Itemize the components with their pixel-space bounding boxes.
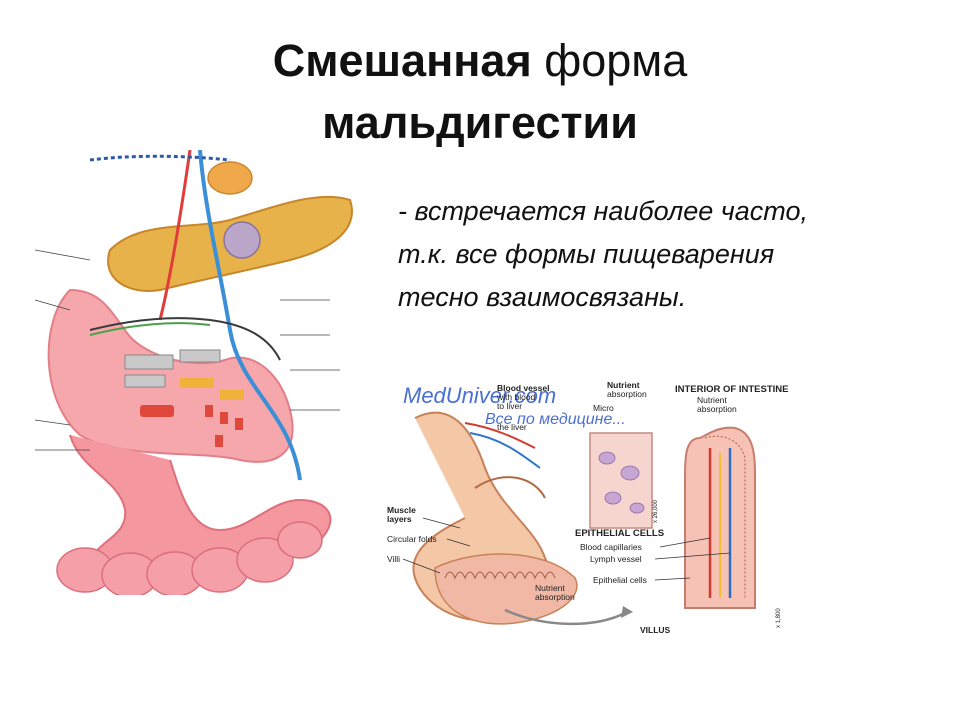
title-line-2: мальдигестии — [0, 92, 960, 154]
label-circular-folds: Circular folds — [387, 534, 437, 544]
label-epithelial-cells: Epithelial cells — [593, 575, 647, 585]
label-to-liver: to liver — [497, 401, 522, 411]
label-lymph-vessel: Lymph vessel — [590, 554, 642, 564]
slide-title: Смешанная форма мальдигестии — [0, 30, 960, 154]
title-bold-line2: мальдигестии — [322, 97, 638, 148]
label-epithelial-cells-caps: EPITHELIAL CELLS — [575, 528, 664, 539]
label-interior: INTERIOR OF INTESTINE — [675, 384, 788, 395]
label-absorption-right: absorption — [697, 404, 737, 414]
label-layers: layers — [387, 514, 412, 524]
label-the-liver: the liver — [497, 422, 527, 432]
label-nutrient-bottom: Nutrient — [535, 583, 565, 593]
label-magnification-1: x 26,000 — [653, 499, 659, 523]
label-blood-vessel: Blood vessel — [497, 383, 549, 393]
label-nutrient-top: Nutrient — [607, 380, 640, 390]
label-magnification-2: x 1,800 — [776, 608, 782, 628]
label-villus: VILLUS — [640, 625, 671, 635]
watermark-site: MedUniver.com — [403, 383, 556, 408]
label-blood-capillaries: Blood capillaries — [580, 542, 642, 552]
digestive-system-illustration — [34, 150, 353, 595]
label-with-blood: with blood — [496, 392, 536, 402]
body-line-1: - встречается наиболее часто, — [398, 196, 808, 226]
body-line-3: тесно взаимосвязаны. — [398, 282, 687, 312]
label-absorption-bottom: absorption — [535, 592, 575, 602]
title-bold-word: Смешанная — [272, 35, 532, 86]
slide-body-text: - встречается наиболее часто, т.к. все ф… — [398, 190, 938, 319]
label-muscle: Muscle — [387, 505, 416, 515]
intestine-interior-illustration: MedUniver.com Все по медицине... Blood v… — [385, 378, 805, 636]
label-nutrient-right: Nutrient — [697, 395, 727, 405]
title-normal-word: форма — [531, 35, 688, 86]
body-line-2: т.к. все формы пищеварения — [398, 239, 775, 269]
watermark-subtitle: Все по медицине... — [485, 411, 626, 428]
label-micro: Micro — [593, 403, 614, 413]
label-absorption-top: absorption — [607, 389, 647, 399]
label-villi: Villi — [387, 554, 400, 564]
title-line-1: Смешанная форма — [0, 30, 960, 92]
